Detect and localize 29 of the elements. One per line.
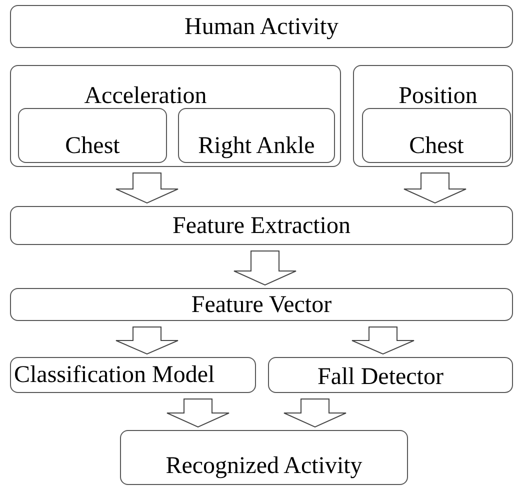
group-box [10, 65, 341, 167]
block-arrow [404, 172, 466, 204]
process-box [10, 206, 513, 245]
process-box [268, 357, 513, 393]
node-label: Position [398, 82, 478, 110]
node-label: Chest [65, 132, 120, 160]
sensor-box [178, 108, 335, 163]
sensor-box [18, 108, 167, 163]
node-label: Recognized Activity [166, 452, 362, 480]
node-label: Classification Model [14, 361, 215, 389]
block-arrow [234, 250, 296, 286]
sensor-box [362, 108, 511, 163]
block-arrow [116, 326, 178, 355]
node-label: Chest [409, 132, 464, 160]
block-arrow [284, 398, 346, 428]
process-box [10, 357, 256, 393]
node-label: Acceleration [84, 82, 207, 110]
block-arrow [116, 172, 178, 204]
node-label: Feature Vector [191, 290, 332, 318]
block-arrow [352, 326, 414, 355]
node-label: Right Ankle [198, 132, 315, 160]
block-arrow [166, 398, 230, 428]
process-box [10, 5, 513, 48]
node-label: Feature Extraction [172, 212, 350, 240]
group-box [353, 65, 513, 167]
node-label: Human Activity [184, 12, 338, 40]
process-box [10, 288, 513, 321]
node-label: Fall Detector [318, 363, 444, 391]
output-box [120, 430, 408, 485]
